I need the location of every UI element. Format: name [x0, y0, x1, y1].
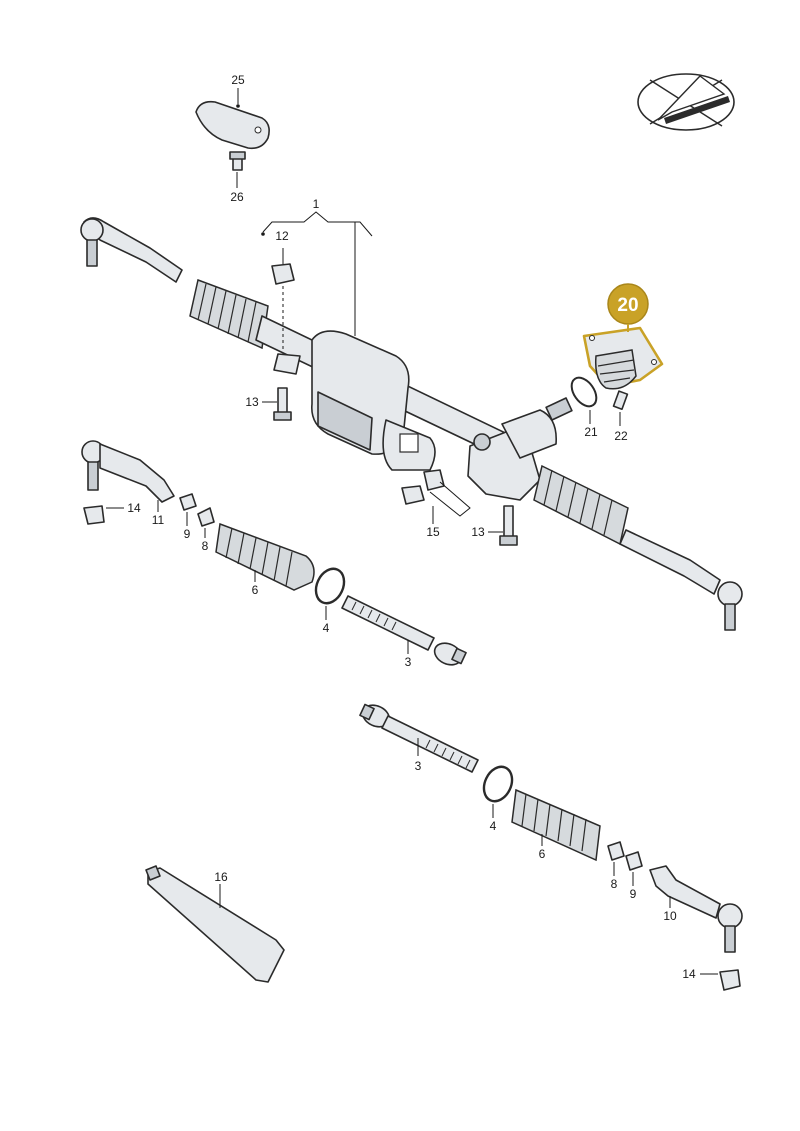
part-12-nut[interactable] — [271, 248, 295, 350]
part-11-tie-rod-end-left[interactable] — [81, 440, 175, 512]
part-4-clamp-ring-upper[interactable] — [311, 564, 350, 620]
label-8-lower: 8 — [611, 877, 618, 891]
label-6-upper: 6 — [252, 583, 259, 597]
part-9-nut-right[interactable] — [625, 851, 643, 886]
label-10: 10 — [663, 909, 677, 923]
part-9-nut-left[interactable] — [179, 493, 197, 526]
part-13-bolt-lower[interactable] — [488, 505, 518, 546]
callout-20-label: 20 — [617, 295, 638, 316]
label-3-upper: 3 — [405, 655, 412, 669]
label-21: 21 — [584, 425, 598, 439]
label-11: 11 — [152, 513, 165, 527]
part-20-seal-boot[interactable] — [582, 326, 664, 390]
part-14-nut-right[interactable] — [700, 969, 741, 991]
part-3-inner-tie-rod-upper[interactable] — [341, 595, 467, 669]
part-13-bolt-upper[interactable] — [262, 387, 292, 421]
part-4-clamp-ring-lower[interactable] — [479, 762, 518, 818]
part-26-bolt[interactable] — [229, 151, 246, 171]
part-15-sensor-connectors[interactable] — [401, 469, 471, 524]
label-12: 12 — [275, 229, 289, 243]
label-16: 16 — [214, 870, 228, 884]
part-10-tie-rod-end-right[interactable] — [649, 865, 743, 953]
label-1: 1 — [313, 197, 320, 211]
callout-20-badge[interactable]: 20 — [607, 283, 649, 332]
label-26: 26 — [230, 190, 244, 204]
label-4-lower: 4 — [490, 819, 497, 833]
label-9-upper: 9 — [184, 527, 191, 541]
part-8-clamp-left[interactable] — [197, 507, 215, 538]
airplane-orientation-icon — [637, 73, 735, 131]
part-8-clamp-right[interactable] — [607, 841, 625, 876]
label-13-lower: 13 — [471, 525, 485, 539]
part-6-bellows-lower[interactable] — [511, 788, 601, 862]
label-15: 15 — [426, 525, 440, 539]
label-3-lower: 3 — [415, 759, 422, 773]
part-16-grease-tube[interactable] — [145, 865, 285, 983]
label-14-right: 14 — [682, 967, 696, 981]
part-21-o-ring[interactable] — [567, 373, 602, 424]
label-8-upper: 8 — [202, 539, 209, 553]
part-1-steering-rack-assembly[interactable] — [80, 217, 743, 631]
label-1-bracket — [261, 211, 373, 336]
part-22-screw[interactable] — [612, 390, 629, 426]
label-13-upper: 13 — [245, 395, 259, 409]
part-3-inner-tie-rod-lower[interactable] — [359, 701, 479, 773]
label-22: 22 — [614, 429, 628, 443]
label-25: 25 — [231, 73, 245, 87]
part-6-bellows-upper[interactable] — [215, 522, 315, 591]
label-4-upper: 4 — [323, 621, 330, 635]
part-labels: 25 26 1 12 13 21 22 14 11 9 8 6 15 13 4 … — [127, 73, 696, 981]
part-14-nut-left[interactable] — [83, 505, 124, 525]
label-9-lower: 9 — [630, 887, 637, 901]
label-14-left: 14 — [127, 501, 141, 515]
label-6-lower: 6 — [539, 847, 546, 861]
part-25-cover-plate[interactable] — [195, 100, 270, 150]
